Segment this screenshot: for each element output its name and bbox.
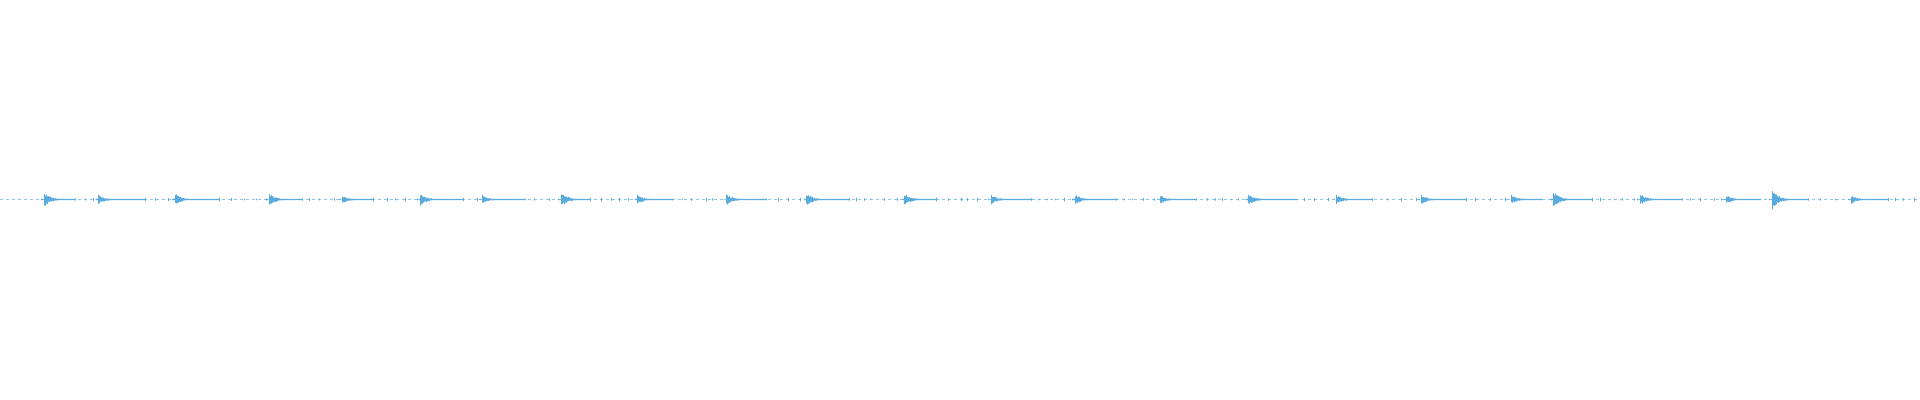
waveform-burst <box>1550 193 1592 206</box>
waveform-noise <box>1372 197 1417 202</box>
waveform-burst <box>1333 194 1372 204</box>
waveform-burst <box>41 193 75 206</box>
waveform-burst <box>479 194 525 203</box>
waveform-noise <box>766 197 801 202</box>
waveform-noise <box>1592 197 1635 202</box>
waveform-noise <box>849 197 898 202</box>
waveform-noise <box>75 198 94 201</box>
waveform-noise <box>145 197 169 202</box>
waveform-burst <box>1637 195 1682 204</box>
waveform-burst <box>172 194 219 204</box>
waveform-burst <box>1245 194 1296 204</box>
waveform-noise <box>1296 197 1329 202</box>
waveform-bursts <box>41 191 1915 210</box>
waveform-burst <box>723 194 766 205</box>
waveform-noise <box>1196 198 1239 201</box>
waveform-burst <box>988 195 1031 205</box>
waveform-noise <box>1031 197 1065 202</box>
waveform-noise <box>1682 197 1722 202</box>
waveform-burst <box>1418 194 1466 204</box>
waveform-burst <box>558 194 590 205</box>
waveform-burst <box>339 196 373 203</box>
waveform-burst <box>901 194 936 205</box>
waveform-noise <box>1808 198 1836 201</box>
waveform-burst <box>804 195 849 205</box>
waveform-burst <box>1769 191 1808 210</box>
waveform-noise <box>1466 197 1506 202</box>
waveform-burst <box>1072 195 1116 204</box>
waveform-burst <box>1508 194 1541 203</box>
waveform-burst <box>634 194 672 204</box>
waveform-noise <box>525 198 550 201</box>
waveform-noise <box>590 197 629 202</box>
waveform-noise <box>463 197 478 202</box>
waveform-noise <box>1888 197 1915 202</box>
waveform-burst <box>1157 196 1196 204</box>
waveform-burst <box>1723 196 1760 203</box>
waveform-noise <box>936 197 978 202</box>
waveform-burst <box>95 194 145 205</box>
waveform-noise <box>219 197 257 202</box>
waveform-noise <box>1116 198 1155 201</box>
waveform-noise <box>302 198 335 201</box>
waveform-noise <box>672 197 713 202</box>
waveform-burst <box>1848 196 1888 204</box>
waveform-burst <box>266 194 302 205</box>
waveform-burst <box>417 194 463 206</box>
waveform-noise <box>373 197 406 202</box>
